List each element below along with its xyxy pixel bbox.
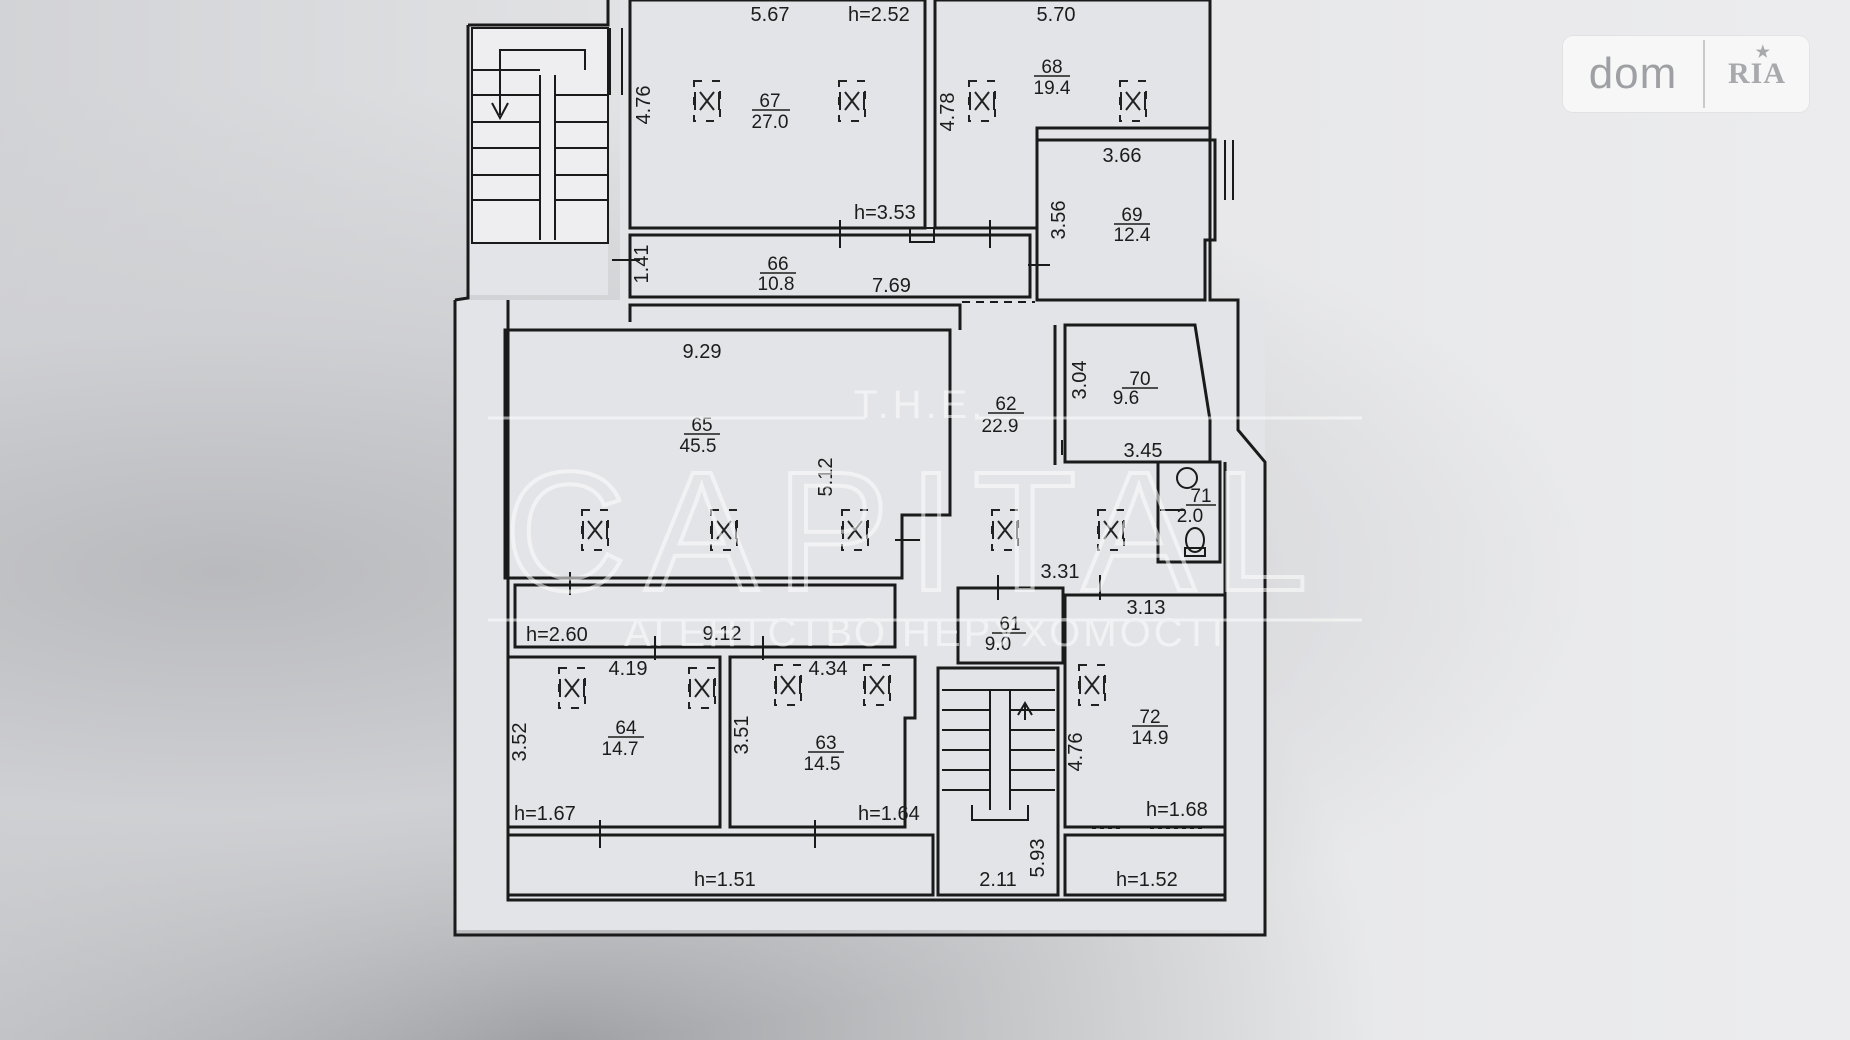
- dim-label: 9.29: [683, 341, 722, 363]
- svg-text:67: 67: [759, 91, 780, 112]
- dim-label: h=2.60: [526, 624, 588, 646]
- svg-text:9.0: 9.0: [985, 634, 1011, 655]
- dim-label: 3.56: [1048, 201, 1070, 240]
- watermark-sub: АГЕНТСТВО НЕРУХОМОСТІ: [624, 611, 1226, 655]
- svg-text:27.0: 27.0: [752, 112, 789, 133]
- dim-label: 4.76: [633, 86, 655, 125]
- dimension-labels: 5.67 h=2.52 5.70 4.76 4.78 3.66 3.56 h=3…: [509, 4, 1208, 891]
- staircase-bottom: [942, 689, 1055, 821]
- dim-label: 3.52: [509, 723, 531, 762]
- dim-label: 1.41: [631, 245, 653, 284]
- door-marks: [569, 220, 1205, 848]
- dim-label: 7.69: [872, 275, 911, 297]
- svg-text:72: 72: [1139, 707, 1160, 728]
- wc-fixtures: [1176, 467, 1206, 557]
- dim-label: 4.76: [1065, 733, 1087, 772]
- watermark-main: CAPITAL: [504, 437, 1326, 627]
- staircase-top-left: [471, 27, 609, 244]
- svg-text:9.6: 9.6: [1113, 388, 1139, 409]
- svg-text:19.4: 19.4: [1034, 78, 1071, 99]
- svg-text:10.8: 10.8: [758, 274, 795, 295]
- windows: [609, 28, 1234, 200]
- dim-label: 3.66: [1103, 145, 1142, 167]
- room-71-label: 712.0: [1177, 486, 1216, 527]
- star-icon: ★: [1755, 44, 1771, 61]
- svg-text:63: 63: [815, 733, 836, 754]
- dim-label: 2.11: [979, 869, 1016, 891]
- dim-label: 4.19: [609, 658, 648, 680]
- room-70-label: 709.6: [1113, 369, 1158, 409]
- watermark-top: T.H.E.: [854, 383, 987, 427]
- dim-label: h=2.52: [848, 4, 910, 26]
- dim-label: 9.12: [703, 623, 742, 645]
- dim-label: 3.45: [1124, 440, 1163, 462]
- svg-text:62: 62: [995, 394, 1016, 415]
- dim-label: 3.51: [731, 716, 753, 755]
- svg-text:12.4: 12.4: [1114, 225, 1151, 246]
- domria-logo[interactable]: dom RIA ★: [1563, 36, 1809, 112]
- dim-label: h=3.53: [854, 202, 916, 224]
- svg-text:66: 66: [767, 254, 788, 275]
- svg-text:14.9: 14.9: [1132, 728, 1169, 749]
- sink-icon: [1176, 467, 1198, 489]
- dim-label: 4.78: [937, 93, 959, 132]
- svg-text:2.0: 2.0: [1177, 506, 1203, 527]
- svg-text:64: 64: [615, 718, 637, 739]
- dim-label: 5.12: [815, 458, 837, 497]
- toilet-icon: [1185, 527, 1205, 553]
- watermark: T.H.E. CAPITAL АГЕНТСТВО НЕРУХОМОСТІ: [488, 383, 1362, 655]
- dim-label: 3.13: [1127, 597, 1166, 619]
- logo-divider: [1703, 40, 1705, 108]
- dim-label: 5.70: [1037, 4, 1076, 26]
- svg-text:68: 68: [1041, 57, 1062, 78]
- dim-label: h=1.68: [1146, 799, 1208, 821]
- svg-text:65: 65: [691, 415, 712, 436]
- dim-label: h=1.67: [514, 803, 576, 825]
- svg-text:70: 70: [1129, 369, 1150, 390]
- logo-dom-text: dom: [1588, 49, 1678, 98]
- logo-ria-label: RIA: [1727, 57, 1786, 90]
- svg-text:71: 71: [1190, 486, 1211, 507]
- dim-label: 5.67: [751, 4, 790, 26]
- svg-text:14.7: 14.7: [602, 739, 639, 760]
- dim-label: 4.34: [809, 658, 848, 680]
- dim-label: h=1.51: [694, 869, 756, 891]
- dim-label: h=1.64: [858, 803, 920, 825]
- dim-label: 5.93: [1027, 839, 1049, 878]
- dim-label: 3.31: [1041, 561, 1080, 583]
- svg-text:45.5: 45.5: [680, 436, 717, 457]
- svg-text:22.9: 22.9: [982, 416, 1019, 437]
- dim-label: h=1.52: [1116, 869, 1178, 891]
- dim-label: 3.04: [1069, 361, 1091, 400]
- logo-ria-text: RIA ★: [1705, 36, 1809, 112]
- svg-text:14.5: 14.5: [804, 754, 841, 775]
- svg-text:69: 69: [1121, 205, 1142, 226]
